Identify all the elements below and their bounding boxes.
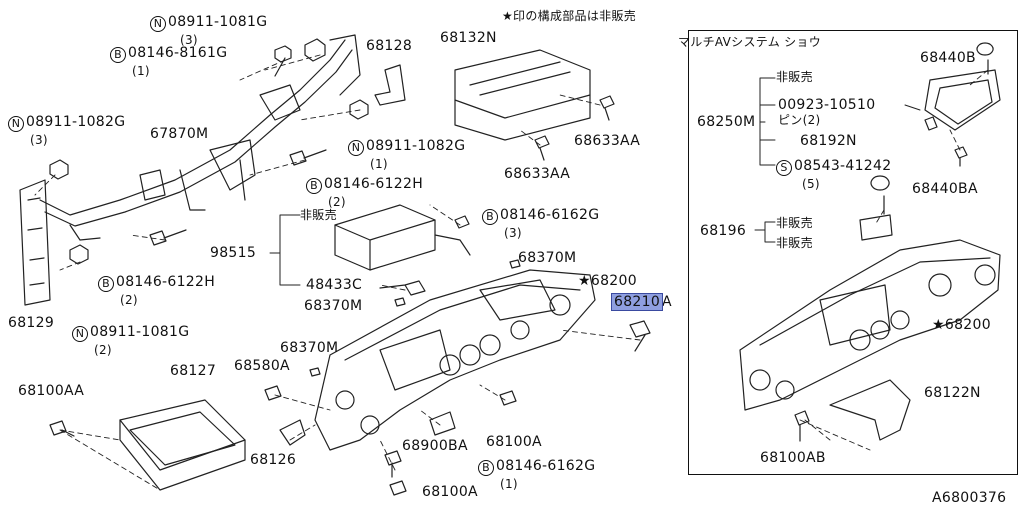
part-68200[interactable]: ★68200 bbox=[578, 273, 637, 289]
non-sale-label: 非販売 bbox=[776, 236, 813, 250]
label-connectors bbox=[269, 77, 921, 286]
part-68370M-b[interactable]: 68370M bbox=[304, 298, 363, 314]
inset-frame bbox=[688, 30, 1018, 475]
instrument-panel-drawing bbox=[309, 259, 596, 451]
lower-tray-68127-drawing bbox=[49, 385, 517, 496]
part-68128[interactable]: 68128 bbox=[366, 38, 413, 54]
part-68126[interactable]: 68126 bbox=[250, 452, 297, 468]
cover-68132n-drawing bbox=[454, 49, 591, 141]
steering-member-drawing bbox=[19, 34, 361, 306]
non-sale-label: 非販売 bbox=[300, 208, 337, 222]
airbag-module-drawing bbox=[334, 204, 471, 296]
part-67870M[interactable]: 67870M bbox=[150, 126, 209, 142]
part-68192N[interactable]: 68192N bbox=[800, 133, 857, 149]
bolt-prefix-icon: B bbox=[306, 178, 322, 194]
diagram-id: A6800376 bbox=[932, 490, 1007, 506]
part-68100A-a[interactable]: 68100A bbox=[486, 434, 542, 450]
part-68122N[interactable]: 68122N bbox=[924, 385, 981, 401]
bolt-prefix-icon: B bbox=[482, 209, 498, 225]
inset-drawing bbox=[739, 42, 1001, 442]
nut-prefix-icon: N bbox=[150, 16, 166, 32]
leader-dashes bbox=[34, 54, 641, 491]
part-68100AA[interactable]: 68100AA bbox=[18, 383, 85, 399]
part-68100AB[interactable]: 68100AB bbox=[760, 450, 826, 466]
part-98515[interactable]: 98515 bbox=[210, 245, 257, 261]
non-sale-label: 非販売 bbox=[776, 70, 813, 84]
part-68196[interactable]: 68196 bbox=[700, 223, 747, 239]
part-68633AA-a[interactable]: 68633AA bbox=[574, 133, 641, 149]
part-68440BA[interactable]: 68440BA bbox=[912, 181, 978, 197]
part-68250M[interactable]: 68250M bbox=[697, 114, 756, 130]
part-68100A-b[interactable]: 68100A bbox=[422, 484, 478, 500]
nut-prefix-icon: N bbox=[72, 326, 88, 342]
non-sale-label: 非販売 bbox=[776, 216, 813, 230]
part-00923-10510[interactable]: 00923-10510 bbox=[778, 97, 876, 113]
non-sale-note: ★印の構成部品は非販売 bbox=[502, 9, 637, 23]
part-68370M-a[interactable]: 68370M bbox=[518, 250, 577, 266]
part-68129[interactable]: 68129 bbox=[8, 315, 55, 331]
nut-prefix-icon: N bbox=[348, 140, 364, 156]
part-48433C[interactable]: 48433C bbox=[306, 277, 363, 293]
pin-label: ピン(2) bbox=[778, 113, 821, 127]
part-68633AA-b[interactable]: 68633AA bbox=[504, 166, 571, 182]
part-68127[interactable]: 68127 bbox=[170, 363, 217, 379]
part-68580A[interactable]: 68580A bbox=[234, 358, 290, 374]
part-68132N[interactable]: 68132N bbox=[440, 30, 497, 46]
nut-prefix-icon: N bbox=[8, 116, 24, 132]
inset-leader-dashes bbox=[799, 69, 989, 451]
part-68900BA[interactable]: 68900BA bbox=[402, 438, 468, 454]
bolt-prefix-icon: B bbox=[98, 276, 114, 292]
bolt-prefix-icon: B bbox=[478, 460, 494, 476]
part-68200-inset[interactable]: ★68200 bbox=[932, 317, 991, 333]
part-68440B[interactable]: 68440B bbox=[920, 50, 976, 66]
highlighted-part: 68210 bbox=[610, 293, 664, 311]
part-68370M-c[interactable]: 68370M bbox=[280, 340, 339, 356]
bracket-68128-drawing bbox=[374, 64, 406, 106]
inset-title: マルチAVシステム ショウ bbox=[678, 35, 822, 49]
bolt-prefix-icon: B bbox=[110, 47, 126, 63]
screw-prefix-icon: S bbox=[776, 160, 792, 176]
